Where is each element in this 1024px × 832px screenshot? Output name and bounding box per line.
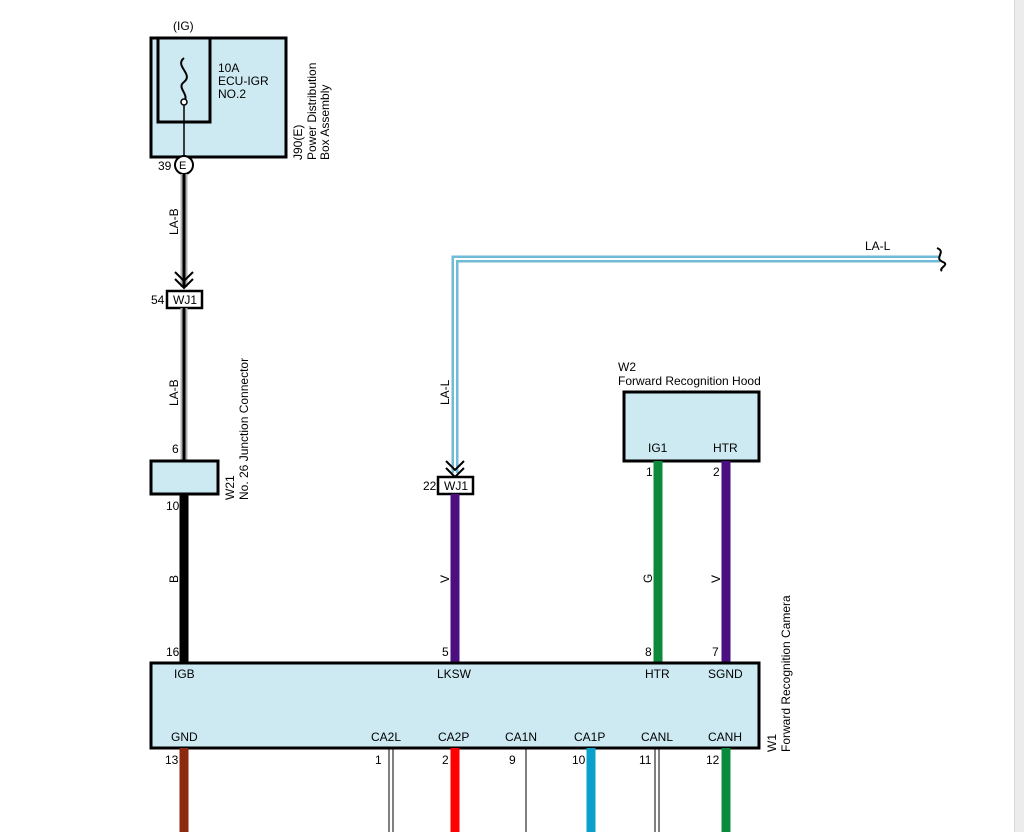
wire-label-g-htr: G bbox=[641, 574, 655, 583]
w21-pin-out: 10 bbox=[166, 499, 180, 513]
wire-label-la-l-vertical: LA-L bbox=[438, 379, 452, 405]
w21-id: W21 bbox=[223, 475, 237, 500]
wire-break-icon bbox=[936, 247, 947, 272]
pin-39-label: 39 bbox=[158, 159, 172, 173]
w2-name: Forward Recognition Hood bbox=[618, 374, 761, 388]
fuse-rating: 10A bbox=[218, 61, 239, 75]
wire-la-l[interactable] bbox=[454, 258, 940, 473]
junction-upper-name: WJ1 bbox=[173, 293, 197, 307]
w1-pin-2: 2 bbox=[442, 753, 449, 767]
w1-pin-11: 11 bbox=[639, 753, 652, 767]
w1-terminal-sgnd: SGND bbox=[708, 667, 743, 681]
scrollbar-track[interactable] bbox=[1014, 0, 1024, 832]
junction-upper-pin: 54 bbox=[151, 293, 165, 307]
w1-pin-8: 8 bbox=[645, 645, 652, 659]
w2-terminal-ig1: IG1 bbox=[648, 441, 668, 455]
wire-label-la-b-lower: LA-B bbox=[167, 379, 181, 406]
wire-label-la-l-top: LA-L bbox=[865, 239, 891, 253]
wire-label-la-b-upper: LA-B bbox=[167, 208, 181, 235]
w1-name: Forward Recognition Camera bbox=[779, 595, 793, 752]
w1-pin-9: 9 bbox=[509, 753, 516, 767]
w1-pin-13: 13 bbox=[165, 753, 179, 767]
junction-lower-name: WJ1 bbox=[444, 479, 468, 493]
w1-pin-12: 12 bbox=[706, 753, 720, 767]
w1-pin-1: 1 bbox=[375, 753, 382, 767]
arrow-chevron-icon bbox=[174, 271, 194, 283]
arrow-chevron-icon bbox=[174, 278, 194, 290]
fuse-name: ECU-IGR bbox=[218, 74, 269, 88]
arrow-chevron-icon bbox=[445, 460, 465, 472]
wire-label-v-lksw: V bbox=[438, 575, 452, 583]
assembly-name-line2: Box Assembly bbox=[318, 85, 332, 160]
w2-terminal-htr: HTR bbox=[713, 441, 738, 455]
assembly-name-line1: Power Distribution bbox=[305, 63, 319, 160]
w21-pin-in: 6 bbox=[172, 442, 179, 456]
wire-label-v-sgnd: V bbox=[709, 575, 723, 583]
w1-terminal-canh: CANH bbox=[708, 730, 742, 744]
fuse-number: NO.2 bbox=[218, 87, 246, 101]
fuse-icon bbox=[180, 57, 188, 103]
w2-forward-recognition-hood[interactable] bbox=[622, 390, 761, 463]
pin-39-tag: E bbox=[179, 160, 186, 172]
w2-id: W2 bbox=[618, 360, 636, 374]
junction-lower-pin: 22 bbox=[423, 479, 437, 493]
w21-name: No. 26 Junction Connector bbox=[237, 358, 251, 500]
w1-terminal-ca1n: CA1N bbox=[505, 730, 537, 744]
w1-terminal-lksw: LKSW bbox=[437, 667, 472, 681]
w1-id: W1 bbox=[765, 734, 779, 752]
fuse-terminal-dot bbox=[180, 98, 188, 106]
w1-pin-10: 10 bbox=[572, 753, 586, 767]
w1-pin-16: 16 bbox=[166, 645, 180, 659]
w21-junction-connector[interactable] bbox=[149, 459, 220, 496]
w1-terminal-canl: CANL bbox=[641, 730, 673, 744]
w2-pin-1: 1 bbox=[646, 465, 653, 479]
assembly-id: J90(E) bbox=[291, 125, 305, 160]
w1-terminal-ca1p: CA1P bbox=[574, 730, 605, 744]
w1-terminal-gnd: GND bbox=[171, 730, 198, 744]
w1-terminal-igb: IGB bbox=[174, 667, 195, 681]
w1-terminal-ca2l: CA2L bbox=[371, 730, 401, 744]
w2-pin-2: 2 bbox=[713, 465, 720, 479]
w1-pin-5: 5 bbox=[442, 645, 449, 659]
w1-terminal-ca2p: CA2P bbox=[438, 730, 469, 744]
ig-label: (IG) bbox=[173, 19, 194, 33]
w1-terminal-htr: HTR bbox=[645, 667, 670, 681]
w1-pin-7: 7 bbox=[712, 645, 719, 659]
wire-label-b: B bbox=[167, 575, 181, 583]
